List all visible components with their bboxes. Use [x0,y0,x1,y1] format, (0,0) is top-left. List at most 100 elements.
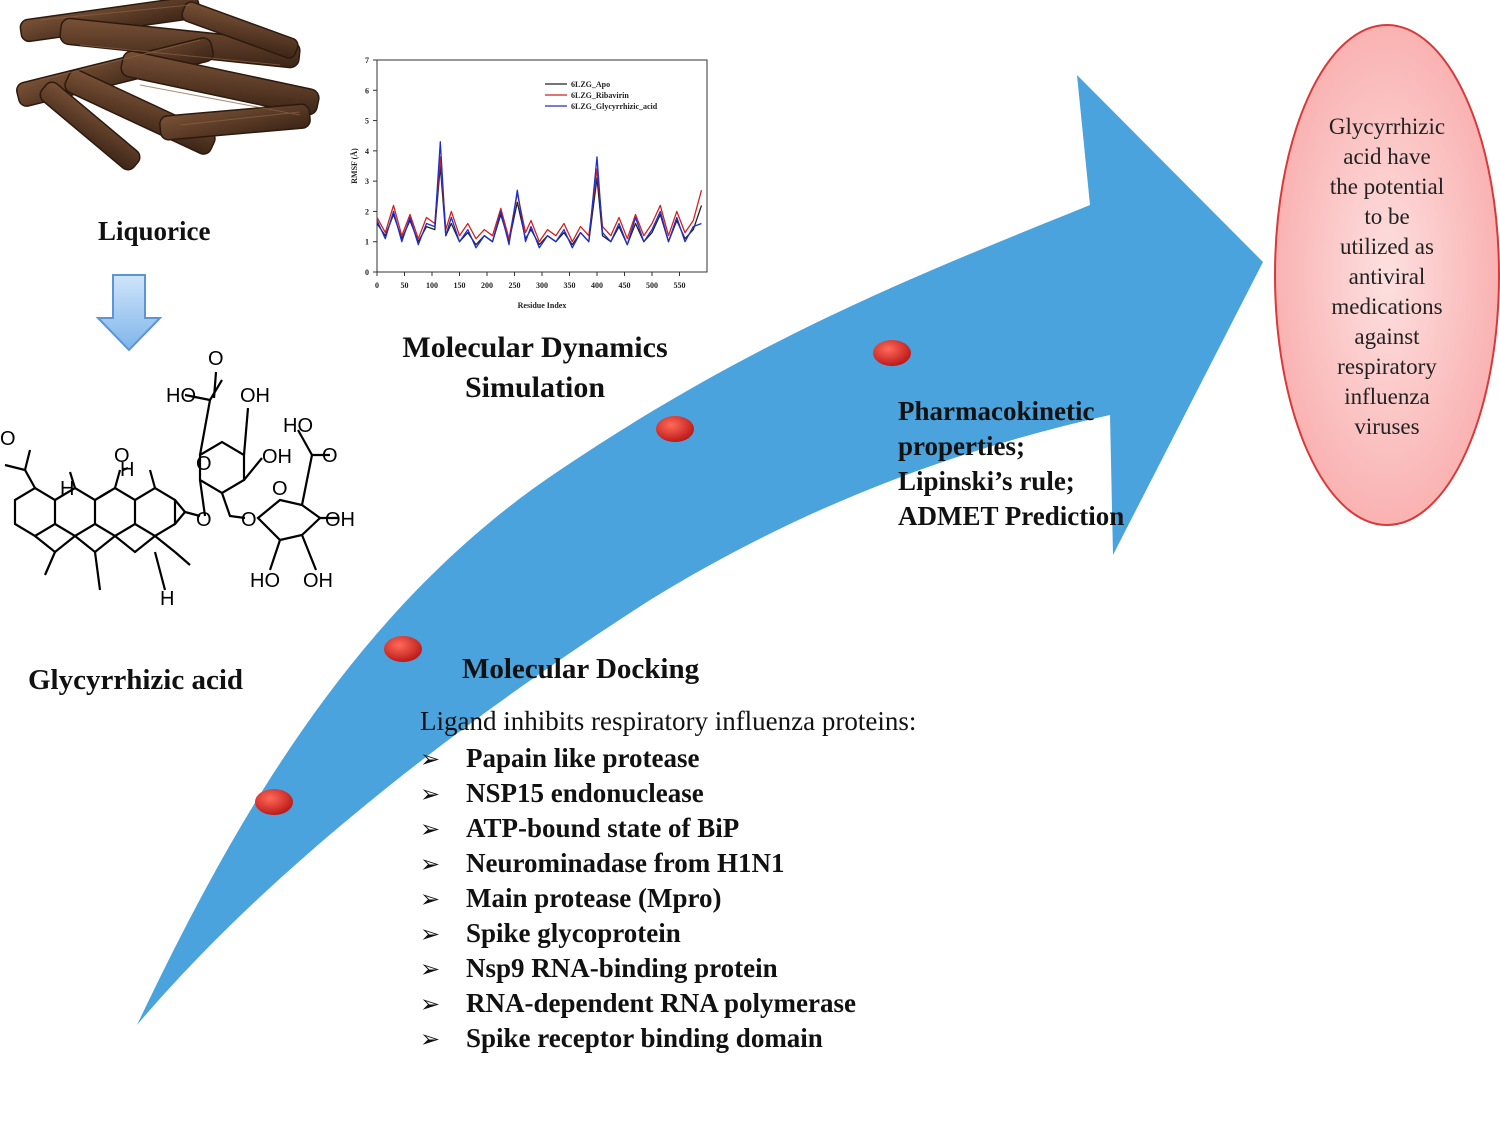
md-title-line-1: Molecular Dynamics [402,331,668,364]
y-axis-label: RMSF (Å) [350,148,359,184]
svg-text:HO: HO [250,570,280,592]
legend-label: 6LZG_Ribavirin [571,91,629,100]
bullet-icon: ➢ [420,815,441,843]
svg-text:OH: OH [325,509,355,531]
bullet-icon: ➢ [420,1025,441,1053]
conclusion-line: acid have [1343,144,1431,169]
svg-text:O: O [208,348,224,370]
legend-label: 6LZG_Apo [571,80,610,89]
svg-text:H: H [160,588,174,610]
md-simulation-title: Molecular Dynamics Simulation [380,328,690,408]
conclusion-line: respiratory [1337,354,1437,379]
y-tick-label: 2 [365,207,369,216]
list-item: ➢Spike glycoprotein [420,916,856,951]
molecule-atom-labels: O HO OH HO O OH O O O OH HO OH H H H O O… [0,348,355,610]
x-tick-label: 150 [454,281,466,290]
svg-text:HO: HO [283,415,313,437]
stage-dot [255,789,293,815]
y-tick-label: 4 [365,147,369,156]
x-axis-label: Residue Index [518,301,567,310]
conclusion-line: to be [1364,204,1410,229]
x-tick-label: 100 [426,281,438,290]
conclusion-line: against [1354,324,1420,349]
legend-label: 6LZG_Glycyrrhizic_acid [571,102,658,111]
svg-text:O: O [272,478,288,500]
conclusion-line: viruses [1354,414,1420,439]
x-tick-label: 300 [536,281,548,290]
conclusion-line: the potential [1329,174,1445,199]
x-tick-label: 500 [646,281,658,290]
pk-line-2: properties; [898,431,1025,461]
x-tick-label: 50 [401,281,409,290]
conclusion-line: antiviral [1348,264,1426,289]
docking-title: Molecular Docking [462,653,700,685]
list-item: ➢Spike receptor binding domain [420,1021,856,1056]
svg-text:O: O [241,509,257,531]
list-item: ➢Main protease (Mpro) [420,881,856,916]
svg-text:OH: OH [240,385,270,407]
conclusion-line: medications [1331,294,1443,319]
x-tick-label: 450 [619,281,631,290]
bullet-icon: ➢ [420,990,441,1018]
glycyrrhizic-acid-label: Glycyrrhizic acid [28,664,244,696]
list-item: ➢ATP-bound state of BiP [420,811,856,846]
list-item: ➢Papain like protease [420,741,856,776]
bullet-icon: ➢ [420,920,441,948]
conclusion-ellipse [1274,24,1500,526]
pk-line-4: ADMET Prediction [898,501,1125,531]
svg-text:O: O [196,453,212,475]
pk-line-3: Lipinski’s rule; [898,466,1075,496]
svg-text:O: O [0,428,16,450]
svg-text:OH: OH [303,570,333,592]
x-tick-label: 350 [564,281,576,290]
y-tick-label: 7 [365,56,369,65]
x-tick-label: 400 [591,281,603,290]
pk-line-1: Pharmacokinetic [898,396,1095,426]
series-line [376,141,702,249]
list-item: ➢Nsp9 RNA-binding protein [420,951,856,986]
y-tick-label: 5 [365,117,369,126]
svg-text:H: H [60,478,74,500]
svg-text:OH: OH [262,446,292,468]
liquorice-root-image [0,0,330,175]
liquorice-label: Liquorice [98,216,211,246]
bullet-icon: ➢ [420,850,441,878]
svg-text:O: O [196,509,212,531]
list-item: ➢Neurominadase from H1N1 [420,846,856,881]
progress-arrow [137,75,1263,1025]
svg-text:O: O [114,445,130,467]
bullet-icon: ➢ [420,885,441,913]
y-tick-label: 0 [365,268,369,277]
x-tick-label: 250 [509,281,521,290]
ligand-intro: Ligand inhibits respiratory influenza pr… [420,706,917,736]
bullet-icon: ➢ [420,745,441,773]
stage-dot [384,636,422,662]
x-tick-label: 550 [674,281,686,290]
stage-dot [873,340,911,366]
bullet-icon: ➢ [420,780,441,808]
conclusion-line: utilized as [1340,234,1434,259]
bullet-icon: ➢ [420,955,441,983]
down-arrow-icon [95,274,163,352]
y-tick-label: 3 [365,177,369,186]
conclusion-line: influenza [1344,384,1430,409]
list-item: ➢NSP15 endonuclease [420,776,856,811]
svg-text:O: O [322,445,338,467]
svg-text:H: H [120,459,134,481]
molecule-structure [4,371,338,591]
list-item: ➢RNA-dependent RNA polymerase [420,986,856,1021]
pharmacokinetic-block: Pharmacokinetic properties; Lipinski’s r… [898,394,1124,534]
svg-text:HO: HO [166,385,196,407]
stage-dot [656,416,694,442]
x-tick-label: 0 [375,281,379,290]
stage-dots [255,340,911,815]
conclusion-text: Glycyrrhizic acid have the potential to … [1292,112,1482,442]
y-tick-label: 6 [365,86,369,95]
y-tick-label: 1 [365,238,369,247]
md-title-line-2: Simulation [464,371,606,404]
target-protein-list: ➢Papain like protease ➢NSP15 endonucleas… [420,741,856,1056]
conclusion-line: Glycyrrhizic [1328,114,1446,139]
